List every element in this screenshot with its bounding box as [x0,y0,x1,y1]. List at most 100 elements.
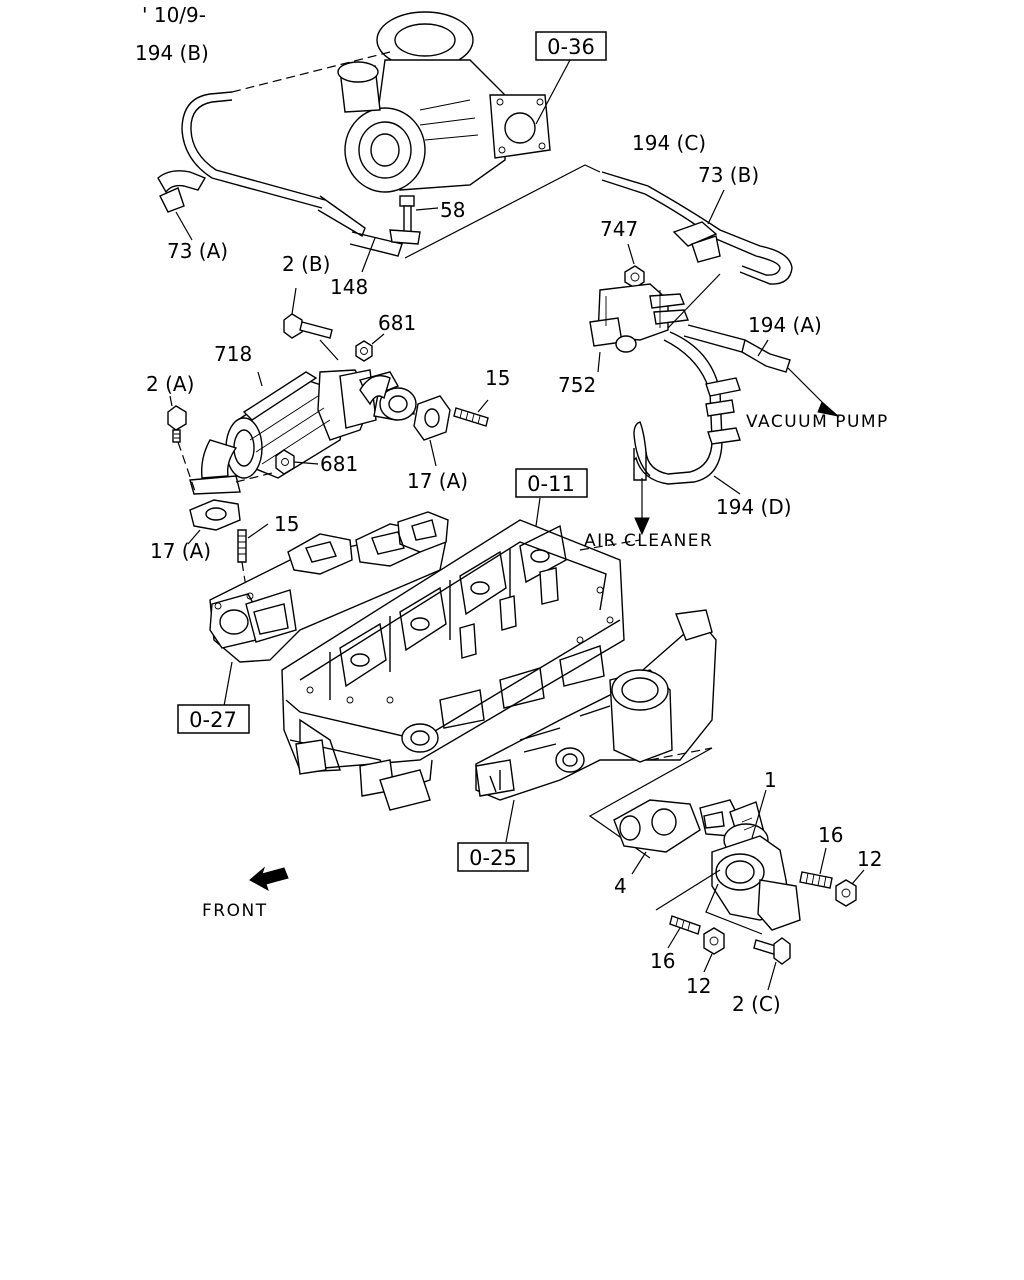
bolt-58-drawing [389,195,421,245]
leader-12-right [851,869,865,885]
gasket-17a-right-drawing [413,395,451,441]
nut-12-right-drawing [835,879,857,907]
leader-15-left [247,523,269,539]
arrow-air-cleaner-head [634,517,650,536]
leader-747 [627,243,635,265]
leader-16-bottom [667,927,681,949]
ref-0-36-text: 0-36 [547,35,595,59]
leader-73a [175,211,193,241]
leader-752 [597,351,601,373]
callout-73b: 73 (B) [698,163,759,187]
intake-manifold-drawing [475,609,717,801]
nut-747-drawing [624,265,645,289]
callout-16-right: 16 [818,823,843,847]
hose-194b-drawing [181,91,403,257]
gasket-4-drawing [613,799,701,853]
arrow-vacuum-pump-head [817,401,840,417]
egr-cooler-718-drawing [189,369,400,495]
callout-17a-right: 17 (A) [407,469,468,493]
leader-0-36 [535,59,571,125]
callout-17a-left: 17 (A) [150,539,211,563]
leader-1 [751,789,767,839]
nut-681-mid-drawing [275,449,295,475]
note-front: FRONT [202,901,268,921]
callout-1: 1 [764,768,777,792]
stud-15-top-drawing [453,407,489,427]
bolt-2c-drawing [753,937,791,965]
ref-box-0-25: 0-25 [457,842,529,872]
ref-0-11-text: 0-11 [527,472,575,496]
ref-0-25-text: 0-25 [469,846,517,870]
callout-15-left: 15 [274,512,299,536]
bolt-2b-drawing [283,313,333,339]
arrow-vacuum-pump-line [787,367,829,409]
gasket-17a-left-drawing [189,499,241,531]
callout-194b: 194 (B) [135,41,209,65]
clip-73a-drawing [157,170,207,213]
note-vacuum-pump: VACUUM PUMP [746,412,889,432]
leader-0-11 [535,497,541,527]
callout-148: 148 [330,275,368,299]
ref-box-0-11: 0-11 [515,468,588,498]
egr-valve-1-drawing [699,799,801,931]
date-code: ' 10/9- [142,3,206,27]
callout-194d: 194 (D) [716,495,792,519]
leader-12-bottom [703,953,713,973]
callout-15-top: 15 [485,366,510,390]
callout-58: 58 [440,198,465,222]
leader-681-mid [293,461,319,465]
callout-681-top: 681 [378,311,416,335]
leader-73b [707,189,725,225]
leader-718 [257,371,263,387]
leader-4 [631,851,647,875]
callout-194a: 194 (A) [748,313,822,337]
callout-747: 747 [600,217,638,241]
callout-12-right: 12 [857,847,882,871]
leader-17a-right [429,439,437,467]
exhaust-manifold-drawing [209,511,449,663]
nut-681-top-drawing [355,340,373,362]
leader-2b [291,287,297,315]
callout-752: 752 [558,373,596,397]
leader-air-cleaner-dash [579,539,641,551]
leader-148-to-194c [404,164,601,259]
hose-194a-drawing [683,324,791,373]
stud-15-left-drawing [237,529,247,563]
leader-2c [767,961,777,991]
callout-2b: 2 (B) [282,252,330,276]
pipe-flange-drawing [359,375,417,421]
leader-17a-left [187,529,201,545]
vacuum-valve-752-drawing [589,283,689,353]
note-air-cleaner: AIR CLEANER [584,531,713,551]
clip-73b-drawing [672,221,721,263]
leader-valve-bolts [655,869,763,935]
callout-681-mid: 681 [320,452,358,476]
callout-718: 718 [214,342,252,366]
ref-box-0-27: 0-27 [177,704,250,734]
leader-58 [415,207,439,211]
callout-4: 4 [614,874,627,898]
leader-194a [757,339,769,357]
leader-0-25 [505,799,515,843]
hose-194c-drawing [601,171,793,285]
leader-15-top [477,399,489,413]
leader-intake-egr-dash [649,747,713,761]
ref-box-0-36: 0-36 [535,31,607,61]
callout-194c: 194 (C) [632,131,706,155]
leader-2a-dash [177,441,197,495]
callout-2a: 2 (A) [146,372,194,396]
leader-16-right [819,847,827,875]
cylinder-head-drawing [281,519,625,811]
callout-16-bottom: 16 [650,949,675,973]
hose-194d-drawing [633,331,741,485]
leader-2b-to-cooler [319,339,339,361]
nut-12-bottom-drawing [703,927,725,955]
turbocharger-drawing [337,11,551,193]
leader-valve-hose [667,273,721,329]
leader-148 [361,237,376,273]
stud-16-bottom-drawing [669,915,701,935]
ref-0-27-text: 0-27 [189,708,237,732]
callout-73a: 73 (A) [167,239,228,263]
leader-2a [169,395,173,407]
